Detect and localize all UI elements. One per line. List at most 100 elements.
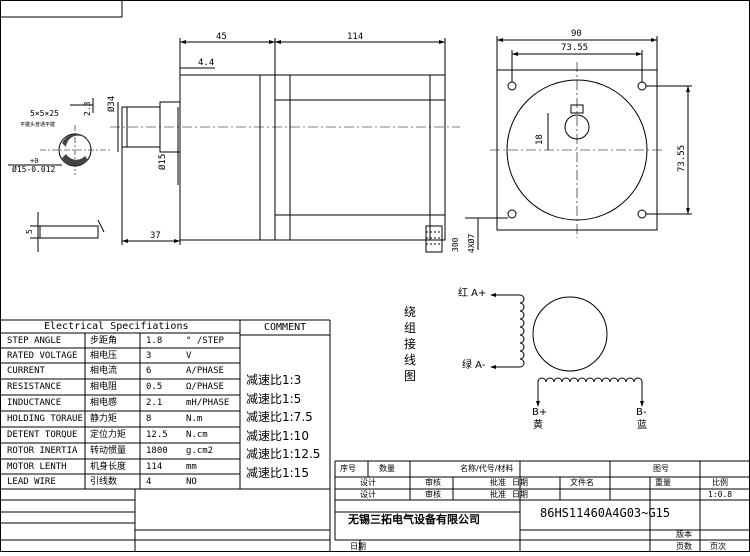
wire-red-label: 红 A+ [458, 288, 487, 299]
wire-b-plus-label: B+ [532, 407, 548, 418]
key-detail [30, 212, 105, 252]
tb-drawing-no-label: 图号 [653, 464, 669, 473]
spec-unit-6: N.cm [186, 430, 208, 440]
tb-date-2: 日期 [512, 490, 528, 499]
dim-pilot-dia: Ø34 [107, 95, 117, 112]
spec-cn-6: 定位力矩 [90, 430, 127, 440]
spec-value-7: 1800 [146, 446, 168, 456]
spec-value-8: 114 [146, 462, 163, 472]
spec-en-6: DETENT TORQUE [7, 430, 78, 440]
spec-en-2: CURRENT [7, 366, 45, 376]
tb-scale-value: 1:0.8 [708, 490, 733, 499]
dim-key-offset: 2.3 [83, 101, 92, 116]
tb-pages: 页数 [676, 542, 692, 551]
coil-a [519, 294, 525, 368]
spec-en-5: HOLDING TORAUE [7, 414, 83, 424]
wiring-title-3: 接 [404, 337, 417, 351]
wire-b-plus-color: 黄 [533, 420, 543, 431]
tb-page-no: 页次 [710, 542, 726, 551]
spec-unit-4: mH/PHASE [186, 398, 230, 408]
tb-bottom-date: 日期 [350, 542, 366, 551]
spec-en-0: STEP ANGLE [7, 336, 62, 346]
lead-wire [425, 225, 443, 253]
dim-lead-length: 300 [451, 237, 460, 252]
spec-value-9: 4 [146, 477, 152, 487]
spec-cn-2: 相电流 [90, 366, 118, 376]
key-width: 5 [25, 229, 34, 234]
spec-unit-1: V [186, 351, 192, 361]
spec-table-title: Electrical Specifiations [44, 321, 189, 332]
tb-weight: 重量 [655, 478, 671, 487]
spec-cn-9: 引线数 [90, 477, 118, 487]
wiring-title-5: 图 [404, 369, 417, 383]
dim-hole-pitch-v: 73.55 [677, 144, 687, 172]
ratio-item-3: 减速比1:10 [246, 428, 309, 443]
spec-value-1: 3 [146, 351, 152, 361]
ratio-item-1: 减速比1:5 [246, 391, 302, 406]
tb-name-code-material: 名称/代号/材料 [460, 464, 514, 473]
spec-cn-3: 相电阻 [90, 382, 118, 392]
wiring-title-1: 绕 [404, 305, 417, 319]
tb-model-number: 86HS11460A4G03~G15 [540, 506, 671, 520]
motor-body [274, 74, 446, 241]
tb-review-1: 审核 [425, 478, 441, 487]
dim-side-width: 90 [571, 29, 582, 39]
spec-cn-8: 机身长度 [90, 462, 127, 472]
tb-file-name: 文件名 [570, 478, 594, 487]
spec-unit-0: ° /STEP [186, 336, 224, 346]
spec-en-1: RATED VOLTAGE [7, 351, 78, 361]
coil-b [537, 377, 643, 383]
rotor-symbol [532, 296, 608, 372]
gearbox-flange [179, 74, 276, 241]
ratio-item-5: 减速比1:15 [246, 465, 309, 480]
spec-en-7: ROTOR INERTIA [7, 446, 78, 456]
tb-review-2: 审核 [425, 490, 441, 499]
front-view [110, 38, 460, 253]
dim-total-length: 114 [347, 32, 364, 42]
spec-cn-5: 静力矩 [90, 414, 118, 424]
spec-unit-8: mm [186, 462, 197, 472]
dim-flange-thickness: 4.4 [198, 58, 215, 68]
spec-cn-7: 转动惯量 [90, 446, 127, 456]
spec-table-grid [0, 319, 331, 490]
tb-seq: 序号 [340, 464, 356, 473]
spec-unit-7: g.cm2 [186, 446, 214, 456]
wire-b-minus-color: 蓝 [637, 420, 647, 431]
spec-unit-3: Ω/PHASE [186, 382, 224, 392]
tolerance-lower: Ø15-0.012 [12, 165, 56, 174]
tb-design-1: 设计 [360, 478, 376, 487]
spec-value-6: 12.5 [146, 430, 168, 440]
side-view [465, 36, 692, 250]
key-sub-label: 平键头普通平键 [20, 122, 56, 128]
title-block-grid [0, 460, 749, 552]
ratio-item-4: 减速比1:12.5 [246, 447, 321, 461]
dim-hole-pitch-h: 73.55 [561, 43, 589, 53]
spec-value-5: 8 [146, 414, 152, 424]
dim-hole-spec: 4XØ7 [467, 233, 476, 253]
comment-title: COMMENT [264, 322, 307, 333]
ratio-item-2: 减速比1:7.5 [246, 410, 313, 424]
corner-box [0, 0, 123, 18]
spec-value-2: 6 [146, 366, 152, 376]
dim-shaft-length: 37 [150, 231, 161, 241]
dim-flange-length: 45 [216, 32, 227, 42]
spec-value-3: 0.5 [146, 382, 163, 392]
spec-unit-2: A/PHASE [186, 366, 224, 376]
spec-unit-5: N.m [186, 414, 203, 424]
shaft-section-detail [8, 98, 110, 175]
tb-design-2: 设计 [360, 490, 376, 499]
spec-cn-4: 相电感 [90, 398, 118, 408]
tb-scale: 比例 [712, 478, 728, 487]
tb-company-name: 无锡三拓电气设备有限公司 [348, 513, 480, 526]
tb-approve-2: 批准 [490, 490, 506, 499]
wiring-diagram [492, 294, 643, 405]
key-label: 5×5×25 [30, 109, 59, 118]
ratio-item-0: 减速比1:3 [246, 373, 302, 387]
tb-approve-1: 批准 [490, 478, 506, 487]
spec-en-4: INDUCTANCE [7, 398, 62, 408]
wiring-title-4: 线 [404, 353, 417, 367]
wiring-title-2: 组 [404, 321, 417, 335]
tb-date-1: 日期 [512, 478, 528, 487]
